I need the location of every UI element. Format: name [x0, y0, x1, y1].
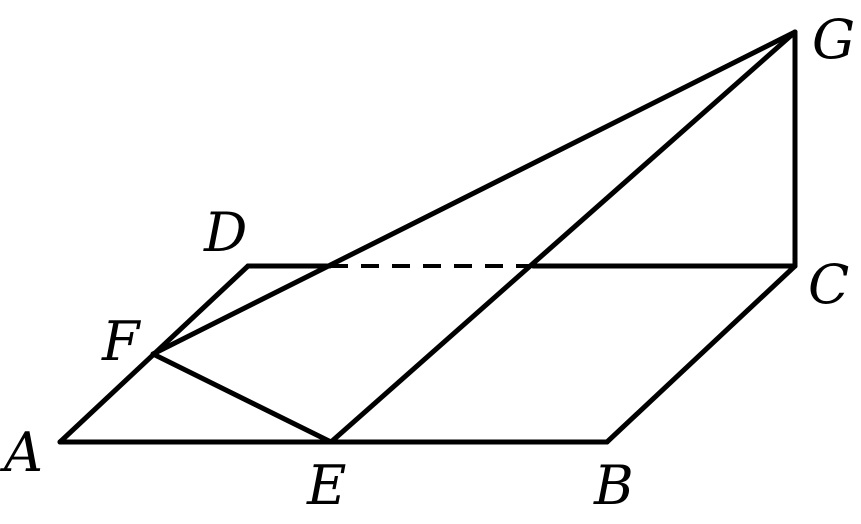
label-d: D	[203, 201, 247, 264]
edge-ef	[150, 351, 334, 445]
edge-fg	[150, 29, 798, 357]
label-f: F	[101, 310, 142, 373]
label-e: E	[306, 454, 346, 517]
label-b: B	[593, 454, 634, 517]
label-c: C	[808, 253, 849, 316]
edge-eg	[328, 29, 798, 445]
edge-bc	[604, 263, 798, 445]
label-a: A	[0, 421, 43, 484]
label-g: G	[812, 8, 855, 71]
